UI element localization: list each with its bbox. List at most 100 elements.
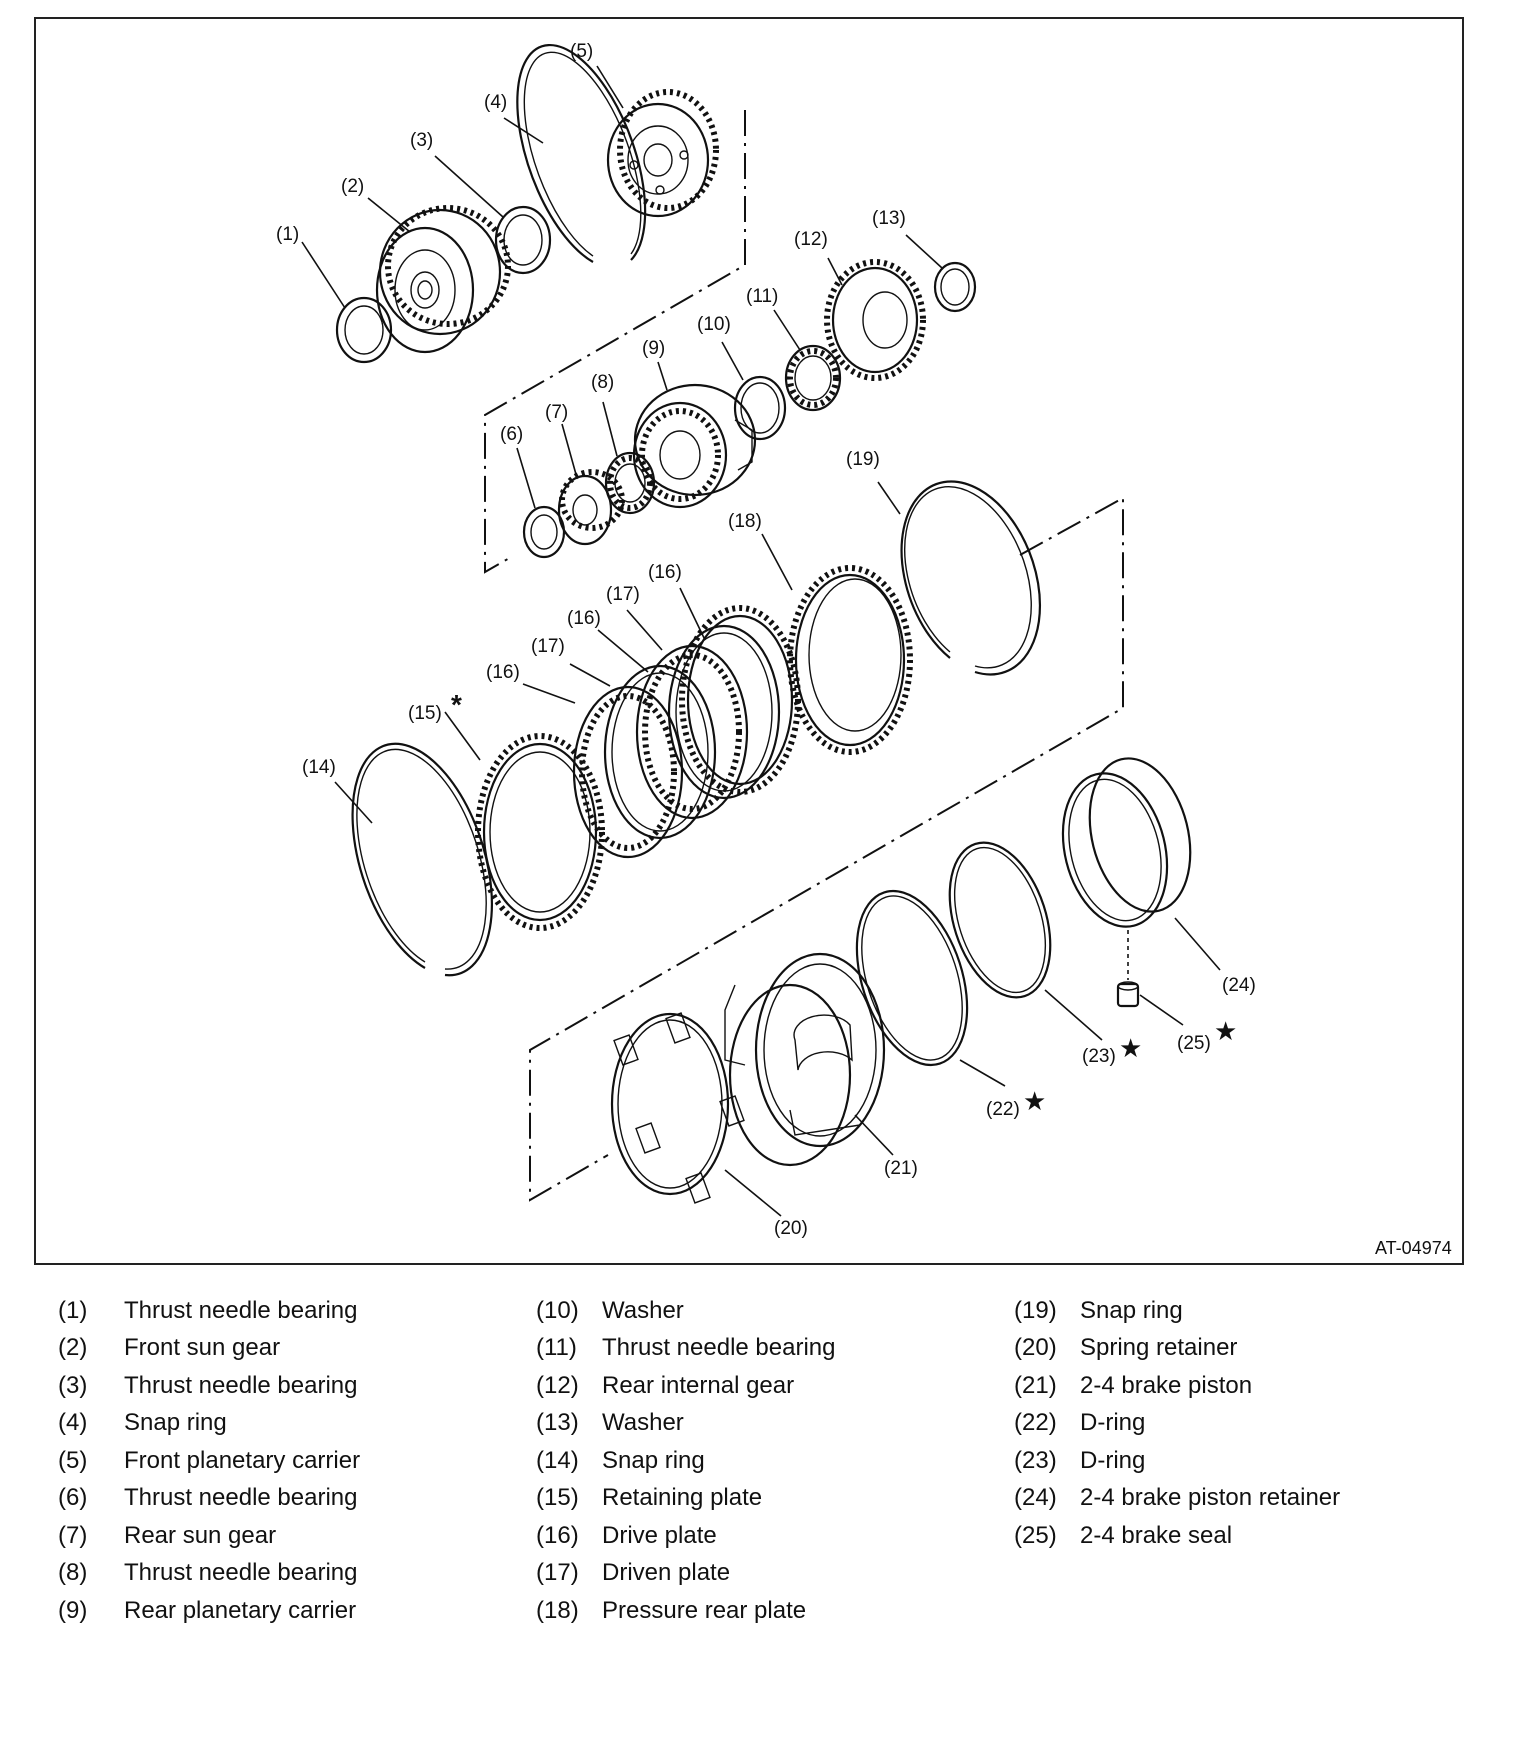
part-11-thrust-needle-bearing [784, 344, 842, 412]
part-19-snap-ring [900, 480, 1042, 676]
star-marker-22: ★ [1023, 1086, 1046, 1116]
callout-5: (5) [570, 41, 593, 62]
legend-part-name: Rear sun gear [124, 1521, 277, 1549]
legend-part-name: Front planetary carrier [124, 1446, 361, 1474]
legend-column-2: (10) Washer (11)Thrust needle bearing (12… [536, 1292, 835, 1630]
legend-number: (1) [58, 1296, 88, 1324]
callout-19: (19) [846, 449, 880, 470]
callout-10: (10) [697, 314, 731, 335]
legend-part-name: Washer [602, 1409, 684, 1437]
part-10-washer [733, 375, 787, 441]
legend-part-name: Thrust needle bearing [124, 1296, 358, 1324]
legend-part-name: 2-4 brake seal [1080, 1521, 1233, 1549]
legend-part-name: Drive plate [602, 1521, 717, 1549]
legend-part-name: Thrust needle bearing [124, 1371, 358, 1399]
callout-25: (25) [1177, 1033, 1211, 1054]
legend-part-name: Rear internal gear [602, 1371, 795, 1399]
star-marker-23: ★ [1119, 1033, 1142, 1063]
legend-number: (4) [58, 1409, 88, 1437]
star-marker-25: ★ [1214, 1016, 1237, 1046]
assembly-guide-lines [484, 110, 1124, 1202]
legend-item: (11)Thrust needle bearing [536, 1330, 835, 1368]
legend-item: (10) Washer [536, 1292, 835, 1330]
figure-frame [34, 17, 1464, 1265]
legend-part-name: Washer [602, 1296, 684, 1324]
callout-6: (6) [500, 424, 523, 445]
legend-item: (17) Driven plate [536, 1555, 835, 1593]
legend-part-name: Thrust needle bearing [124, 1484, 358, 1512]
legend-number: (17) [536, 1559, 579, 1587]
leader-lines [301, 65, 1221, 1217]
legend-number: (15) [536, 1484, 579, 1512]
callout-7: (7) [545, 402, 568, 423]
legend-item: (7) Rear sun gear [58, 1517, 360, 1555]
callout-3: (3) [410, 130, 433, 151]
callout-12: (12) [794, 229, 828, 250]
callout-21: (21) [884, 1158, 918, 1179]
legend-number: (3) [58, 1371, 88, 1399]
legend-part-name: Rear planetary carrier [124, 1596, 357, 1624]
legend-number: (18) [536, 1596, 579, 1624]
legend-number: (6) [58, 1484, 88, 1512]
legend-number: (9) [58, 1596, 88, 1624]
legend-item: (21)2-4 brake piston [1014, 1367, 1340, 1405]
part-13-washer [933, 261, 977, 313]
part-21-2-4-brake-piston [724, 952, 886, 1167]
legend-part-name: Thrust needle bearing [124, 1559, 358, 1587]
asterisk-marker: * [451, 689, 462, 720]
legend-item: (16) Drive plate [536, 1517, 835, 1555]
legend-part-name: Snap ring [602, 1446, 705, 1474]
part-22-d-ring [855, 889, 969, 1067]
part-15-retaining-plate [475, 733, 605, 931]
legend-item: (22) D-ring [1014, 1405, 1340, 1443]
legend-number: (22) [1014, 1409, 1057, 1437]
legend-number: (23) [1014, 1446, 1057, 1474]
part-20-spring-retainer [610, 1012, 745, 1204]
part-9-rear-planetary-carrier [632, 383, 757, 509]
legend-part-name: Driven plate [602, 1559, 731, 1587]
legend-item: (1) Thrust needle bearing [58, 1292, 360, 1330]
legend-part-name: Spring retainer [1080, 1334, 1238, 1362]
legend-part-name: 2-4 brake piston retainer [1080, 1484, 1341, 1512]
legend-number: (24) [1014, 1484, 1057, 1512]
legend-item: (8) Thrust needle bearing [58, 1555, 360, 1593]
legend-number: (25) [1014, 1521, 1057, 1549]
part-23-d-ring [948, 841, 1052, 999]
callout-16-c: (16) [648, 562, 682, 583]
part-3-thrust-needle-bearing [494, 205, 552, 275]
legend-part-name: D-ring [1080, 1446, 1146, 1474]
legend-item: (6) Thrust needle bearing [58, 1480, 360, 1518]
legend-item: (12)Rear internal gear [536, 1367, 835, 1405]
legend-column-3: (19)Snap ring (20)Spring retainer (21)2-… [1014, 1292, 1340, 1555]
legend-number: (21) [1014, 1371, 1057, 1399]
legend-number: (7) [58, 1521, 88, 1549]
markers: * ★ ★ ★ [451, 689, 1237, 1116]
part-1-thrust-needle-bearing [335, 296, 393, 364]
legend-item: (4) Snap ring [58, 1405, 360, 1443]
legend-item: (24) 2-4 brake piston retainer [1014, 1480, 1340, 1518]
callout-15: (15) [408, 703, 442, 724]
callout-9: (9) [642, 338, 665, 359]
part-25-2-4-brake-seal [1116, 930, 1140, 1008]
legend-item: (9) Rear planetary carrier [58, 1592, 360, 1630]
part-14-snap-ring [351, 742, 493, 977]
legend-part-name: D-ring [1080, 1409, 1146, 1437]
callout-11: (11) [746, 286, 778, 307]
legend-item: (18) Pressure rear plate [536, 1592, 835, 1630]
callout-23: (23) [1082, 1046, 1116, 1067]
callout-1: (1) [276, 224, 299, 245]
legend-item: (3) Thrust needle bearing [58, 1367, 360, 1405]
callout-4: (4) [484, 92, 507, 113]
legend-part-name: Thrust needle bearing [602, 1334, 836, 1362]
callout-20: (20) [774, 1218, 808, 1239]
callout-labels: (1) (2) (3) (4) (5) (6) (7) (8) (9) (10)… [276, 41, 1256, 1239]
figure-code: AT-04974 [1375, 1238, 1452, 1258]
legend-part-name: Pressure rear plate [602, 1596, 807, 1624]
legend-number: (8) [58, 1559, 88, 1587]
legend-part-name: Snap ring [124, 1409, 227, 1437]
part-12-rear-internal-gear [824, 259, 926, 381]
legend-column-1: (1)Thrust needle bearing (2)Front sun ge… [58, 1292, 360, 1630]
legend-number: (16) [536, 1521, 579, 1549]
legend-number: (10) [536, 1296, 579, 1324]
